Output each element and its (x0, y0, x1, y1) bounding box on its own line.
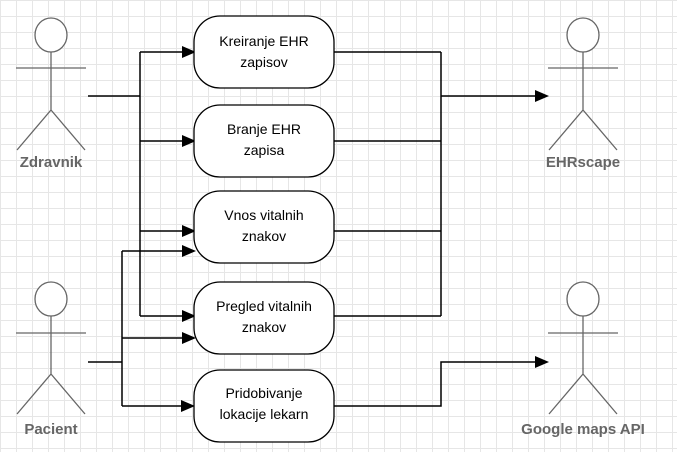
pridobivanje-to-google-line (334, 361, 535, 407)
use-case-branje-line1: Branje EHR (227, 121, 301, 137)
actor-pacient-label: Pacient (24, 421, 77, 438)
actor-zdravnik-label: Zdravnik (20, 154, 83, 171)
use-case-kreiranje[interactable]: Kreiranje EHR zapisov (193, 15, 335, 89)
pacient-connector (88, 251, 123, 406)
use-case-vnos[interactable]: Vnos vitalnih znakov (193, 190, 335, 264)
arrowhead-google (535, 356, 549, 368)
use-case-pregled-line2: znakov (242, 319, 286, 335)
actor-zdravnik[interactable]: Zdravnik (16, 17, 86, 171)
actor-ehrscape[interactable]: EHRscape (546, 17, 620, 171)
actor-google-maps-api-label: Google maps API (521, 421, 645, 438)
arrowhead-vnos-zdravnik (182, 225, 196, 237)
zdravnik-connector (88, 52, 141, 316)
arrowheads (181, 46, 549, 412)
use-case-pregled-line1: Pregled vitalnih (216, 298, 312, 314)
actor-ehrscape-label: EHRscape (546, 154, 620, 171)
use-case-pridobivanje-line2: lokacije lekarn (220, 406, 309, 422)
actor-zdravnik-figure-icon (16, 17, 86, 151)
actor-pacient[interactable]: Pacient (16, 281, 86, 438)
use-case-vnos-line2: znakov (242, 228, 286, 244)
use-case-pregled[interactable]: Pregled vitalnih znakov (193, 281, 335, 355)
actor-google-maps-api-figure-icon (548, 281, 618, 415)
arrowhead-pregled-pacient (182, 332, 196, 344)
arrowhead-kreiranje (182, 46, 196, 58)
arrowhead-branje (182, 135, 196, 147)
connectors (88, 51, 535, 407)
actor-ehrscape-figure-icon (548, 17, 618, 151)
use-case-kreiranje-line2: zapisov (240, 54, 287, 70)
actor-google-maps-api[interactable]: Google maps API (521, 281, 645, 438)
arrowhead-ehrscape (535, 90, 549, 102)
use-case-branje-line2: zapisa (244, 142, 285, 158)
use-case-pridobivanje[interactable]: Pridobivanje lokacije lekarn (193, 369, 335, 443)
arrowhead-pregled-zdravnik (182, 310, 196, 322)
use-case-kreiranje-line1: Kreiranje EHR (219, 33, 308, 49)
arrowhead-pridobivanje (181, 400, 195, 412)
use-case-pridobivanje-line1: Pridobivanje (225, 385, 302, 401)
actor-pacient-figure-icon (16, 281, 86, 415)
arrowhead-vnos-pacient (182, 245, 196, 257)
use-case-branje[interactable]: Branje EHR zapisa (193, 104, 335, 178)
use-case-vnos-line1: Vnos vitalnih (224, 207, 303, 223)
